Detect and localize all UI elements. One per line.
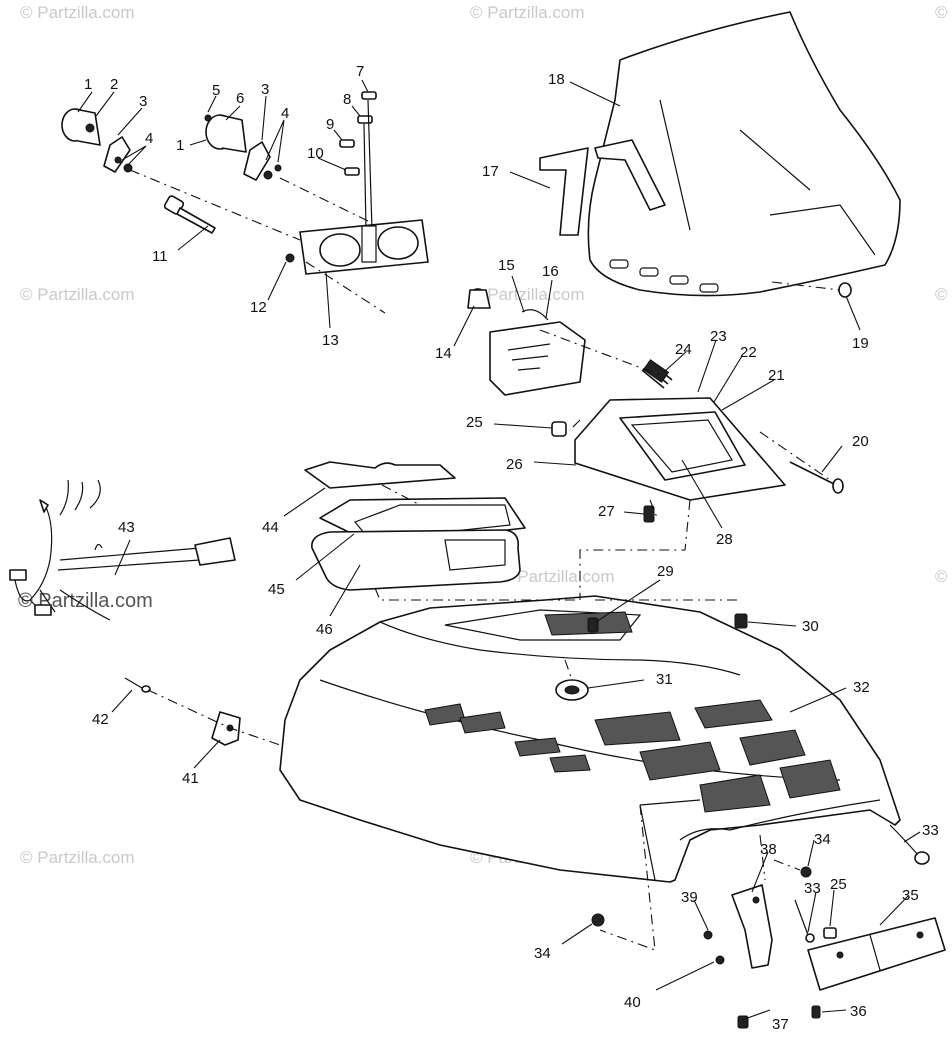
hood-grommet-31[interactable] (555, 679, 589, 701)
callout: 10 (307, 145, 324, 162)
pad-44[interactable] (304, 461, 456, 489)
gauge-left[interactable] (61, 108, 101, 146)
callout: 4 (145, 130, 153, 147)
callout: 13 (322, 332, 339, 349)
callout: 21 (768, 367, 785, 384)
hood-screw-29[interactable] (587, 617, 599, 633)
pod-bolt-20[interactable] (789, 461, 844, 494)
watermark: © Partzilla.com (935, 285, 952, 304)
callout: 44 (262, 519, 279, 536)
callout: 34 (814, 831, 831, 848)
callout: 31 (656, 671, 673, 688)
callout: 32 (853, 679, 870, 696)
callout: 41 (182, 770, 199, 787)
callout: 6 (236, 90, 244, 107)
callout: 3 (261, 81, 269, 98)
callout: 2 (110, 76, 118, 93)
watermark: © Partzilla.com (20, 285, 135, 304)
instrument-panel[interactable] (299, 219, 429, 275)
callout: 20 (852, 433, 869, 450)
watermark: © Partzilla.com (935, 3, 952, 22)
callout: 1 (176, 137, 184, 154)
hood-bracket-41[interactable] (211, 711, 241, 746)
headlight-pod[interactable] (574, 397, 786, 501)
gauge-bracket-left[interactable] (103, 136, 133, 173)
callout: 27 (598, 503, 615, 520)
headlight-bulb[interactable] (467, 288, 491, 309)
callout: 24 (675, 341, 692, 358)
hood-cable-33[interactable] (889, 824, 930, 865)
callout: 18 (548, 71, 565, 88)
callout: 39 (681, 889, 698, 906)
callout: 33 (922, 822, 939, 839)
callout: 42 (92, 711, 109, 728)
pod-spring[interactable] (641, 359, 673, 389)
hood[interactable] (279, 595, 901, 883)
callout: 46 (316, 621, 333, 638)
callout: 45 (268, 581, 285, 598)
plate-35[interactable] (807, 917, 946, 991)
callout: 38 (760, 841, 777, 858)
key-switch[interactable] (163, 195, 216, 234)
callout: 36 (850, 1003, 867, 1020)
pod-grommet-25[interactable] (551, 421, 567, 437)
callout: 8 (343, 91, 351, 108)
callout: 12 (250, 299, 267, 316)
callout: 3 (139, 93, 147, 110)
bracket-38[interactable] (731, 884, 773, 969)
callout: 28 (716, 531, 733, 548)
callout: 26 (506, 456, 523, 473)
watermark: © Partzilla.com (20, 3, 135, 22)
callout: 25 (466, 414, 483, 431)
hood-screw-30[interactable] (734, 613, 748, 629)
watermark: © Partzilla.com (470, 3, 585, 22)
watermark: © Partzilla.com (935, 567, 952, 586)
watermark: © Partzilla.com (470, 285, 585, 304)
callout: 16 (542, 263, 559, 280)
pod-screw-27[interactable] (643, 505, 655, 523)
callout-numbers: 1 2 3 4 5 6 1 3 4 7 8 9 10 11 12 13 14 1… (84, 63, 939, 1033)
callout: 33 (804, 880, 821, 897)
gauge-right[interactable] (204, 114, 247, 153)
windshield-fastener[interactable] (838, 282, 852, 298)
callout: 15 (498, 257, 515, 274)
callout: 5 (212, 82, 220, 99)
watermark: © Partzilla.com (500, 567, 615, 586)
hardware-nuts[interactable] (591, 866, 837, 1029)
callout: 29 (657, 563, 674, 580)
callout: 9 (326, 116, 334, 133)
watermark: © Partzilla.com (20, 848, 135, 867)
callout: 43 (118, 519, 135, 536)
leader-lines (77, 79, 921, 1021)
assembly-lines (129, 169, 841, 951)
wiring-harness[interactable] (9, 479, 236, 621)
callout: 25 (830, 876, 847, 893)
pad-46[interactable] (311, 529, 521, 591)
gauge-bracket-right[interactable] (243, 141, 282, 181)
callout: 34 (534, 945, 551, 962)
callout: 19 (852, 335, 869, 352)
callout: 14 (435, 345, 452, 362)
callout: 23 (710, 328, 727, 345)
callout: 7 (356, 63, 364, 80)
callout: 17 (482, 163, 499, 180)
callout: 35 (902, 887, 919, 904)
callout: 22 (740, 344, 757, 361)
windshield[interactable] (587, 11, 901, 297)
callout: 40 (624, 994, 641, 1011)
callout: 4 (281, 105, 289, 122)
headlight-housing[interactable] (489, 309, 586, 396)
callout: 1 (84, 76, 92, 93)
indicator-lights[interactable] (339, 91, 377, 231)
panel-screw[interactable] (285, 253, 295, 263)
windshield-decal[interactable] (539, 139, 666, 236)
hood-pin-42[interactable] (124, 677, 151, 693)
callout: 11 (152, 248, 168, 265)
callout: 30 (802, 618, 819, 635)
callout: 37 (772, 1016, 789, 1033)
